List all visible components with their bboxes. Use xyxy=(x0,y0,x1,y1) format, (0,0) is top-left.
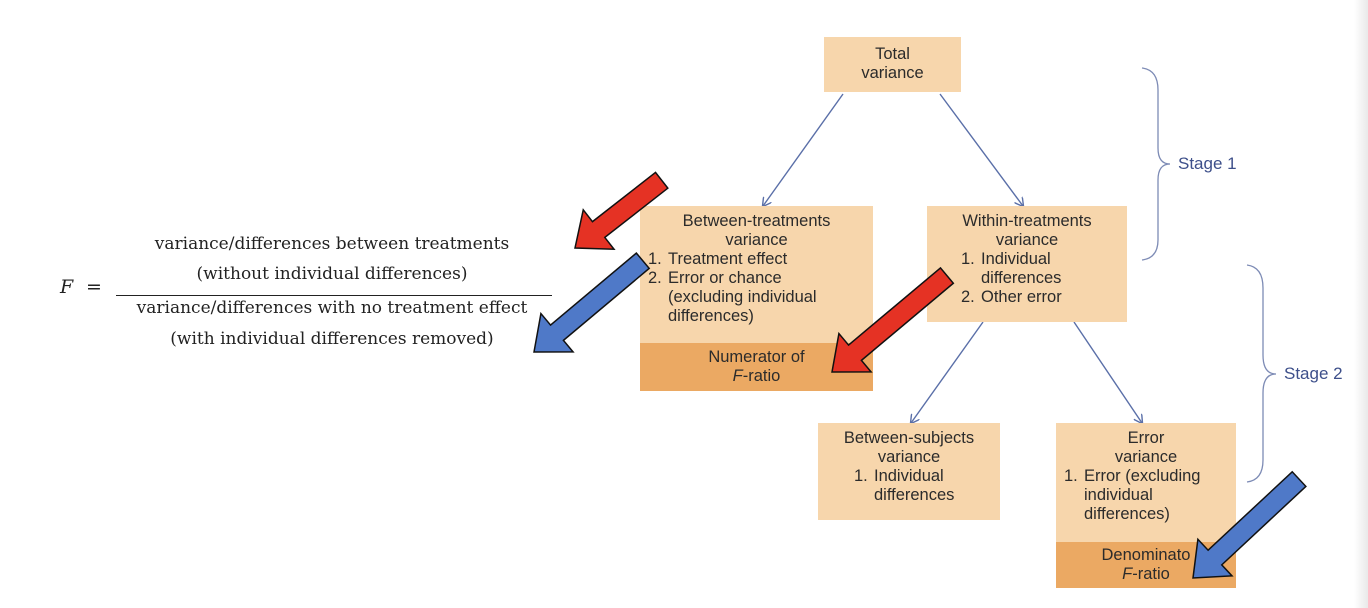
stage2-label: Stage 2 xyxy=(1284,364,1343,383)
page-edge-shadow xyxy=(1354,0,1368,608)
stage2-brace xyxy=(1246,264,1277,483)
between-item-1: 1.Treatment effect xyxy=(648,250,788,268)
formula-f: F xyxy=(60,276,74,298)
between-treatments-box: Between-treatments variance 1.Treatment … xyxy=(640,206,873,391)
formula-numerator-line1: variance/differences between treatments xyxy=(154,234,510,254)
subjects-title-line1: Between-subjects xyxy=(843,429,975,447)
connector-total-to-within xyxy=(939,93,1023,206)
within-item-2: 2.Other error xyxy=(961,288,1062,306)
stage1-brace xyxy=(1141,67,1171,261)
stage1-label: Stage 1 xyxy=(1178,154,1237,173)
error-title-line2: variance xyxy=(1114,448,1178,466)
total-title-line2: variance xyxy=(861,64,924,82)
between-effects-list: 1.Treatment effect 2.Error or chance(exc… xyxy=(648,250,873,326)
formula-denominator-line1: variance/differences with no treatment e… xyxy=(136,298,528,318)
subjects-title-line2: variance xyxy=(877,448,941,466)
connector-within-to-subjects xyxy=(911,321,984,423)
error-title-line1: Error xyxy=(1127,429,1165,447)
between-title-line1: Between-treatments xyxy=(682,212,831,230)
total-title-line1: Total xyxy=(875,45,910,63)
connector-within-to-error xyxy=(1073,321,1142,423)
formula-fraction-bar xyxy=(116,295,552,296)
total-variance-box: Total variance xyxy=(824,37,961,92)
formula-denominator-line2: (with individual differences removed) xyxy=(170,329,494,349)
within-title-line2: variance xyxy=(995,231,1059,249)
between-title-line2: variance xyxy=(725,231,788,249)
denominator-label: Denominato F-ratio xyxy=(1056,542,1236,588)
formula-equals: = xyxy=(86,276,102,298)
connector-total-to-between xyxy=(763,93,844,206)
numerator-label: Numerator of F-ratio xyxy=(640,343,873,391)
within-title-line1: Within-treatments xyxy=(962,212,1092,230)
formula-numerator-line2: (without individual differences) xyxy=(196,264,468,284)
